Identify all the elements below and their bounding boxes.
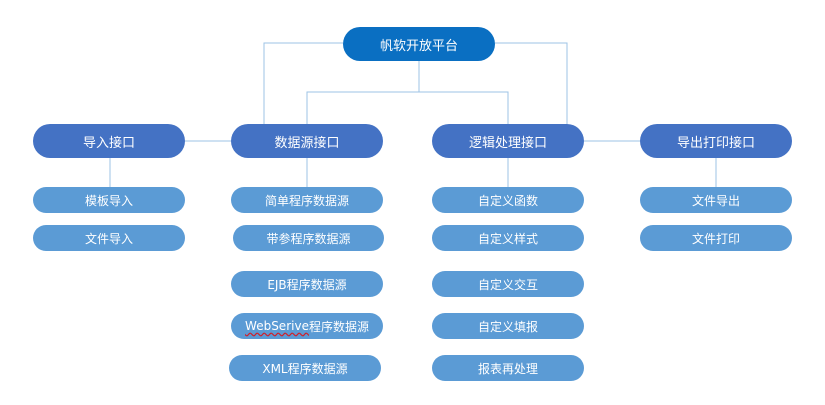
webserive-text: WebSerive [245, 319, 309, 333]
group-datasource: 数据源接口 [231, 124, 383, 158]
item-custom-style: 自定义样式 [432, 225, 584, 251]
item-file-export: 文件导出 [640, 187, 792, 213]
connector-branch [306, 91, 509, 124]
webserive-suffix: 程序数据源 [308, 319, 369, 334]
connector-root-logic [495, 42, 568, 124]
item-custom-fill: 自定义填报 [432, 313, 584, 339]
item-custom-interaction: 自定义交互 [432, 271, 584, 297]
item-param-datasource: 带参程序数据源 [233, 225, 384, 251]
item-xml-datasource: XML程序数据源 [229, 355, 381, 381]
group-import: 导入接口 [33, 124, 185, 158]
item-file-print: 文件打印 [640, 225, 792, 251]
group-logic: 逻辑处理接口 [432, 124, 584, 158]
item-file-import: 文件导入 [33, 225, 185, 251]
item-custom-function: 自定义函数 [432, 187, 584, 213]
item-template-import: 模板导入 [33, 187, 185, 213]
group-export: 导出打印接口 [640, 124, 792, 158]
item-ejb-datasource: EJB程序数据源 [231, 271, 383, 297]
item-report-reprocess: 报表再处理 [432, 355, 584, 381]
connector-root-datasource [263, 42, 343, 124]
root-node: 帆软开放平台 [343, 27, 495, 61]
item-simple-datasource: 简单程序数据源 [231, 187, 383, 213]
